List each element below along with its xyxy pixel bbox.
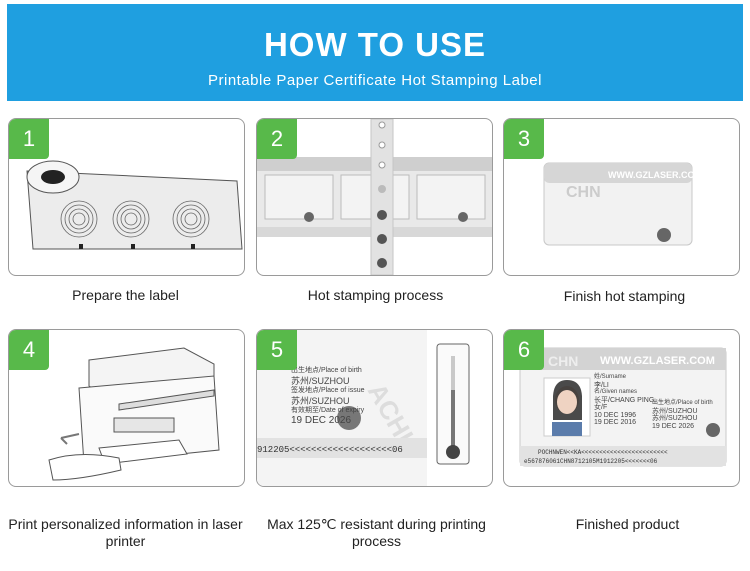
birth-label-6: 出生地点/Place of birth — [652, 400, 713, 406]
issue-value-5: 苏州/SUZHOU — [291, 396, 350, 406]
page-title: HOW TO USE — [263, 26, 487, 63]
step-3-caption: Finish hot stamping — [563, 288, 686, 304]
surname-label-6: 姓/Surname — [594, 374, 627, 380]
issue-value-6: 苏州/SUZHOU — [652, 415, 698, 422]
step-1-card: 1 — [8, 118, 245, 276]
label-roll-illustration — [26, 160, 243, 250]
id-fields-5: 出生地点/Place of birth 苏州/SUZHOU 签发地点/Place… — [291, 366, 365, 426]
step-3-badge: 3 — [504, 119, 544, 159]
birth-value-5: 苏州/SUZHOU — [291, 376, 350, 386]
mrz-line1: POCHNWEN<<KA<<<<<<<<<<<<<<<<<<<<<<<< — [538, 449, 668, 456]
surname-value-6: 李/LI — [594, 381, 609, 389]
step-2-badge: 2 — [257, 119, 297, 159]
mrz-text-5: 912205<<<<<<<<<<<<<<<<<<<06 — [257, 445, 403, 455]
step-3-card: 3 WWW.GZLASER.COM CHN — [503, 118, 740, 276]
watermark-text-6: CHN — [548, 353, 578, 369]
expiry-label-5: 有效期至/Date of expiry — [291, 407, 365, 414]
step-6-caption: Finished product — [575, 516, 680, 532]
watermark-text-3: CHN — [566, 184, 601, 201]
page-subtitle: Printable Paper Certificate Hot Stamping… — [207, 72, 542, 89]
step-1-badge: 1 — [9, 119, 49, 159]
given-label-6: 名/Given names — [594, 389, 638, 395]
finished-id-card-illustration: WWW.GZLASER.COM CHN POCHNWEN<<KA<<<<<<<<… — [519, 347, 727, 467]
dob-value-6: 10 DEC 1996 — [594, 411, 637, 419]
issue-date-6: 19 DEC 2016 — [594, 419, 637, 426]
heat-resistance-illustration: ACHI 912205<<<<<<<<<<<<<<<<<<<06 — [257, 330, 470, 486]
brand-text-6: WWW.GZLASER.COM — [600, 355, 715, 367]
step-2-card: 2 — [256, 118, 493, 276]
issue-label-5: 签发地点/Place of issue — [291, 387, 365, 394]
sex-value-6: 女/F — [594, 404, 608, 411]
step-5-card: 5 ACHI 912205<<<<<<<<<<<<<<<<<<<06 出生地点/… — [256, 329, 493, 487]
expiry-value-5: 19 DEC 2026 — [291, 415, 352, 426]
step-2-caption: Hot stamping process — [307, 287, 444, 303]
finished-stamp-illustration: WWW.GZLASER.COM CHN — [543, 162, 702, 246]
birth-label-5: 出生地点/Place of birth — [291, 367, 362, 374]
given-value-6: 长平/CHANG PING — [594, 396, 655, 404]
id-fields-6: 姓/Surname 李/LI 名/Given names 长平/CHANG PI… — [594, 374, 654, 427]
brand-text-3: WWW.GZLASER.COM — [608, 170, 702, 180]
step-5-caption: Max 125℃ resistant during printing proce… — [267, 516, 486, 549]
header-banner: HOW TO USE Printable Paper Certificate H… — [7, 4, 743, 101]
step-4-caption: Print personalized information in laser … — [8, 516, 243, 549]
mrz-line2: e567876061CHN8712105M1912205<<<<<<<06 — [524, 458, 658, 465]
expiry-value-6: 19 DEC 2026 — [652, 422, 695, 430]
step-4-card: 4 — [8, 329, 245, 487]
step-5-badge: 5 — [257, 330, 297, 370]
hot-stamping-illustration — [257, 119, 492, 275]
step-4-badge: 4 — [9, 330, 49, 370]
step-6-card: 6 WWW.GZLASER.COM CHN POCHNWEN<<KA<<<<<<… — [503, 329, 740, 487]
id-fields-6b: 出生地点/Place of birth 苏州/SUZHOU 苏州/SUZHOU … — [652, 400, 713, 430]
step-1-caption: Prepare the label — [72, 287, 179, 303]
laser-printer-illustration — [48, 347, 220, 481]
step-6-badge: 6 — [504, 330, 544, 370]
birth-value-6: 苏州/SUZHOU — [652, 407, 698, 415]
